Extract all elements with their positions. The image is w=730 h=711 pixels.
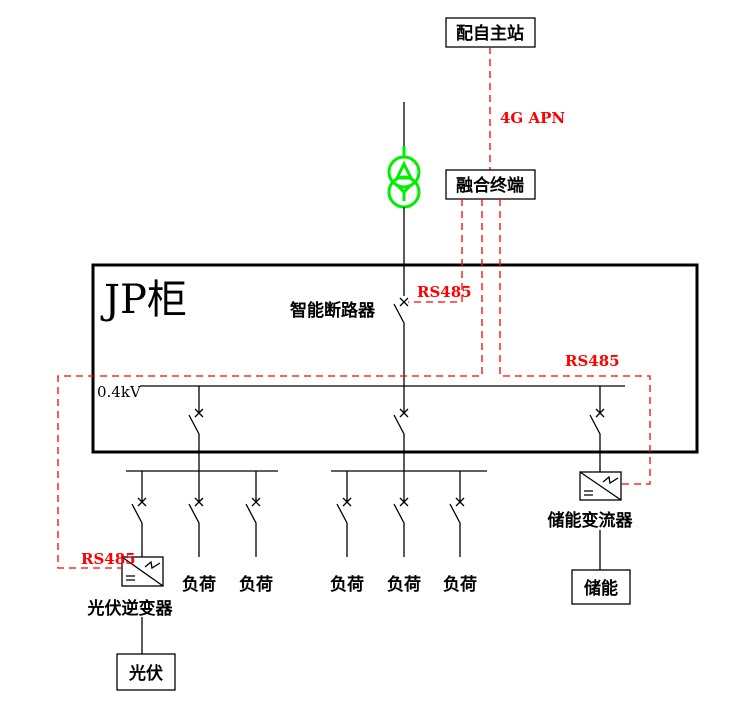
pv-label: 光伏 [128, 663, 163, 684]
rs485-pv-label: RS485 [81, 550, 136, 568]
rs485-pv-line [57, 199, 483, 569]
rs485-breaker-line [408, 199, 463, 303]
load-label: 负荷 [387, 574, 421, 595]
storage-label: 储能 [584, 578, 618, 599]
rs485-breaker-label: RS485 [417, 283, 472, 301]
jp-cabinet [91, 263, 699, 454]
bus-voltage-label: 0.4kV [97, 383, 142, 401]
fusion-terminal-label: 融合终端 [456, 175, 524, 196]
branch-breakers [188, 386, 605, 472]
rs485-storage-line [499, 199, 651, 485]
load-label: 负荷 [330, 574, 364, 595]
pv-box [116, 653, 176, 691]
storage-converter-label: 储能变流器 [548, 510, 634, 531]
storage-converter-icon [579, 471, 622, 501]
fusion-terminal-box [445, 169, 536, 200]
feeder-breakers [131, 471, 465, 557]
pv-inverter-label: 光伏逆变器 [87, 598, 174, 619]
uplink-label: 4G APN [500, 109, 565, 127]
transformer-icon [387, 146, 421, 209]
pv-inverter-icon [121, 556, 164, 587]
load-label: 负荷 [443, 574, 477, 595]
rs485-storage-label: RS485 [565, 352, 620, 370]
storage-box [571, 569, 631, 605]
master-station-label: 配自主站 [456, 23, 524, 44]
smart-breaker-label: 智能断路器 [290, 300, 376, 321]
main-breaker-icon [393, 297, 409, 386]
cabinet-title: JP柜 [100, 277, 187, 323]
load-label: 负荷 [239, 574, 273, 595]
load-label: 负荷 [182, 574, 216, 595]
